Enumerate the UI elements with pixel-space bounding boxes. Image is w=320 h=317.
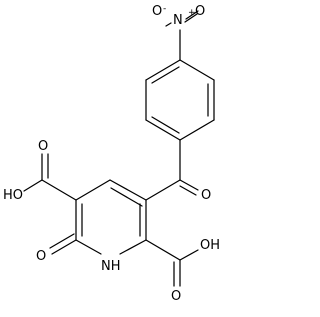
bond-pyr-1-double — [110, 187, 143, 207]
bond-benzene-4-double — [151, 116, 180, 134]
bond-c-o-lactam — [51, 239, 77, 255]
bond-pyr-5 — [119, 239, 147, 255]
bond-c-oh-left — [23, 179, 43, 192]
atom-n-charge: + — [188, 8, 196, 18]
nitro-group: O N + O - — [152, 4, 205, 61]
bond-benzene-6 — [145, 59, 181, 81]
bond-benzene-1 — [179, 59, 215, 81]
bond-carbonyl-pyridine — [145, 179, 181, 201]
atom-o-lactam: O — [36, 249, 46, 264]
pyridine-ring: NH — [75, 179, 147, 274]
bond-n-o-minus — [165, 22, 172, 27]
bond-pyr-2 — [75, 179, 111, 201]
atom-nh: NH — [101, 259, 121, 274]
atom-o-nitro-right: O — [152, 4, 162, 19]
atom-oh-right: OH — [200, 238, 220, 253]
bond-ring-cooh-left — [41, 179, 77, 201]
atom-n-nitro: N — [173, 13, 183, 28]
bond-ring-cooh-right — [145, 239, 181, 261]
bond-c-oh-right — [179, 249, 199, 261]
carboxyl-left: O HO — [3, 139, 77, 203]
bond-c-o-lactam-double — [49, 233, 75, 249]
atom-ho-left: HO — [3, 188, 23, 203]
atom-o-nitro-left: O — [195, 4, 205, 19]
atom-o-charge: - — [163, 4, 166, 14]
bond-c-o-double — [179, 185, 197, 196]
lactam-carbonyl: O — [36, 233, 77, 264]
bond-o-n — [185, 10, 199, 20]
bond-benzene-4 — [145, 119, 181, 141]
molecule-diagram: O N + O - O NH — [3, 4, 220, 304]
atom-o-ketone: O — [201, 188, 211, 203]
ketone-group: O — [145, 139, 211, 203]
benzene-ring — [145, 59, 215, 141]
bond-c-o — [179, 179, 199, 191]
bond-pyr-4 — [75, 239, 102, 255]
bond-benzene-3 — [179, 119, 215, 141]
bond-o-n-double — [184, 13, 198, 23]
atom-o-cooh-left: O — [38, 139, 48, 154]
bond-pyr-1 — [109, 179, 147, 201]
atom-o-cooh-right: O — [171, 289, 181, 304]
carboxyl-right: OH O — [145, 238, 220, 304]
bond-benzene-6-double — [151, 66, 180, 84]
structure-canvas: O N + O - O NH — [3, 4, 221, 304]
